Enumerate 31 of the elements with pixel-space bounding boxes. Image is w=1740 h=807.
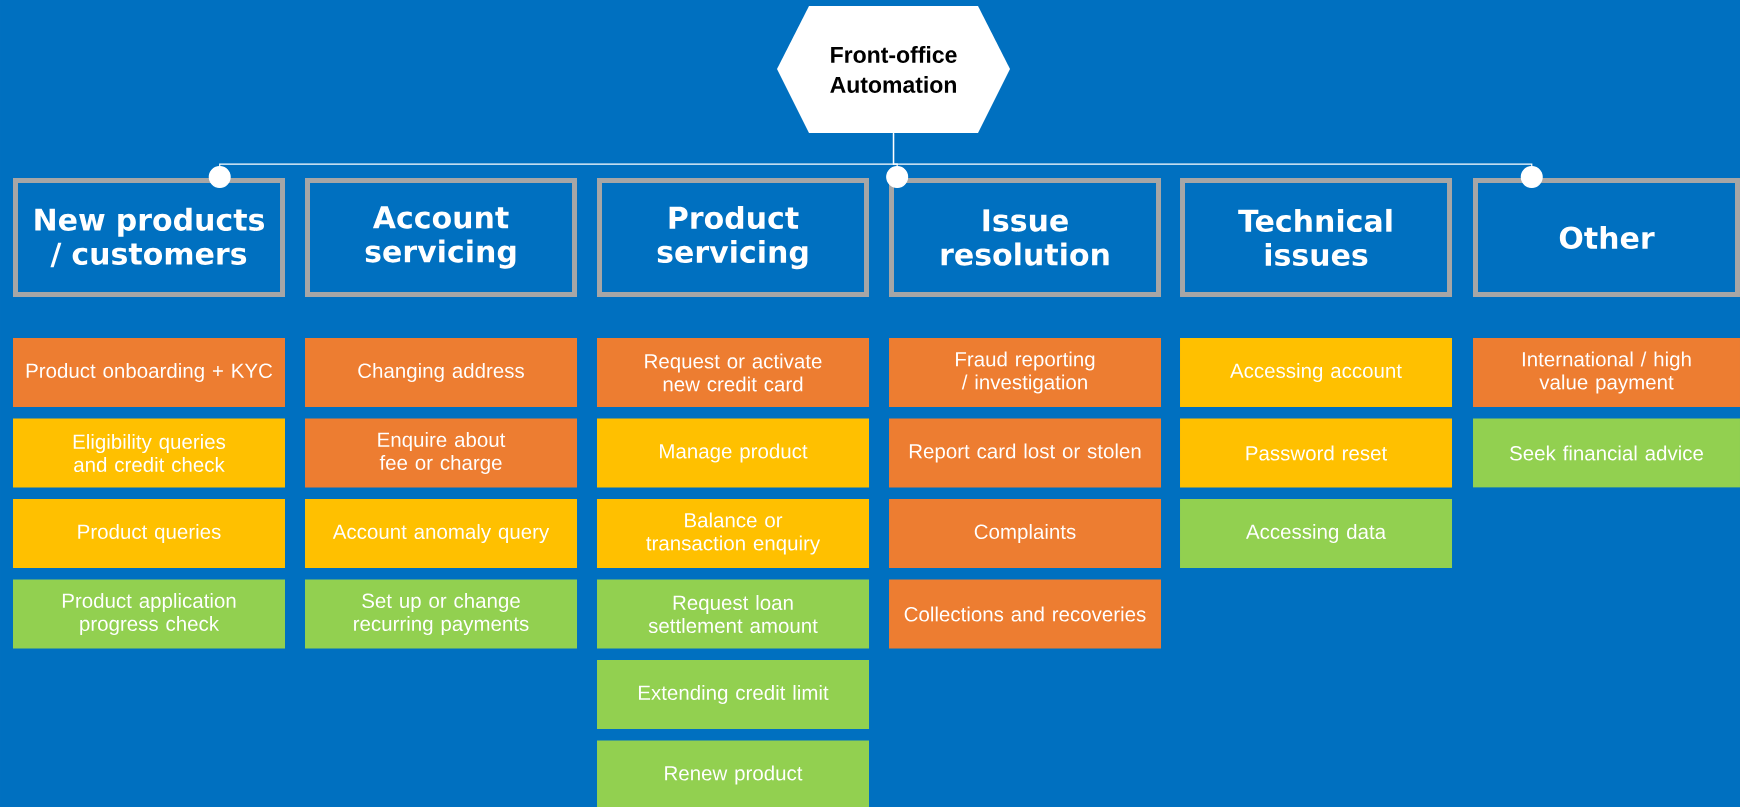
- item-box: Accessing account: [1180, 338, 1452, 407]
- item-box: Renew product: [597, 740, 869, 807]
- item-box: Fraud reporting / investigation: [889, 338, 1161, 407]
- item-box: Seek financial advice: [1473, 418, 1740, 488]
- category-box: Issue resolution: [889, 178, 1161, 297]
- item-box: Password reset: [1180, 418, 1452, 488]
- category-box: Other: [1473, 178, 1740, 297]
- item-box: Accessing data: [1180, 499, 1452, 568]
- item-box: International / high value payment: [1473, 338, 1740, 407]
- category-box: Product servicing: [597, 178, 869, 297]
- item-box: Set up or change recurring payments: [305, 579, 577, 649]
- item-box: Eligibility queries and credit check: [13, 418, 285, 488]
- item-box: Request or activate new credit card: [597, 338, 869, 407]
- item-box: Manage product: [597, 418, 869, 488]
- item-box: Product application progress check: [13, 579, 285, 649]
- hexagon: Front-office Automation: [777, 6, 1010, 133]
- item-box: Request loan settlement amount: [597, 579, 869, 649]
- category-box: Technical issues: [1180, 178, 1452, 297]
- connector: [892, 132, 1543, 188]
- item-box: Complaints: [889, 499, 1161, 568]
- item-box: Enquire about fee or charge: [305, 418, 577, 488]
- item-box: Balance or transaction enquiry: [597, 499, 869, 568]
- category-box: Account servicing: [305, 178, 577, 297]
- category-box: New products / customers: [13, 178, 285, 297]
- item-box: Report card lost or stolen: [889, 418, 1161, 488]
- item-box: Account anomaly query: [305, 499, 577, 568]
- item-box: Product queries: [13, 499, 285, 568]
- item-box: Extending credit limit: [597, 660, 869, 729]
- item-box: Product onboarding + KYC: [13, 338, 285, 407]
- item-box: Collections and recoveries: [889, 579, 1161, 649]
- item-box: Changing address: [305, 338, 577, 407]
